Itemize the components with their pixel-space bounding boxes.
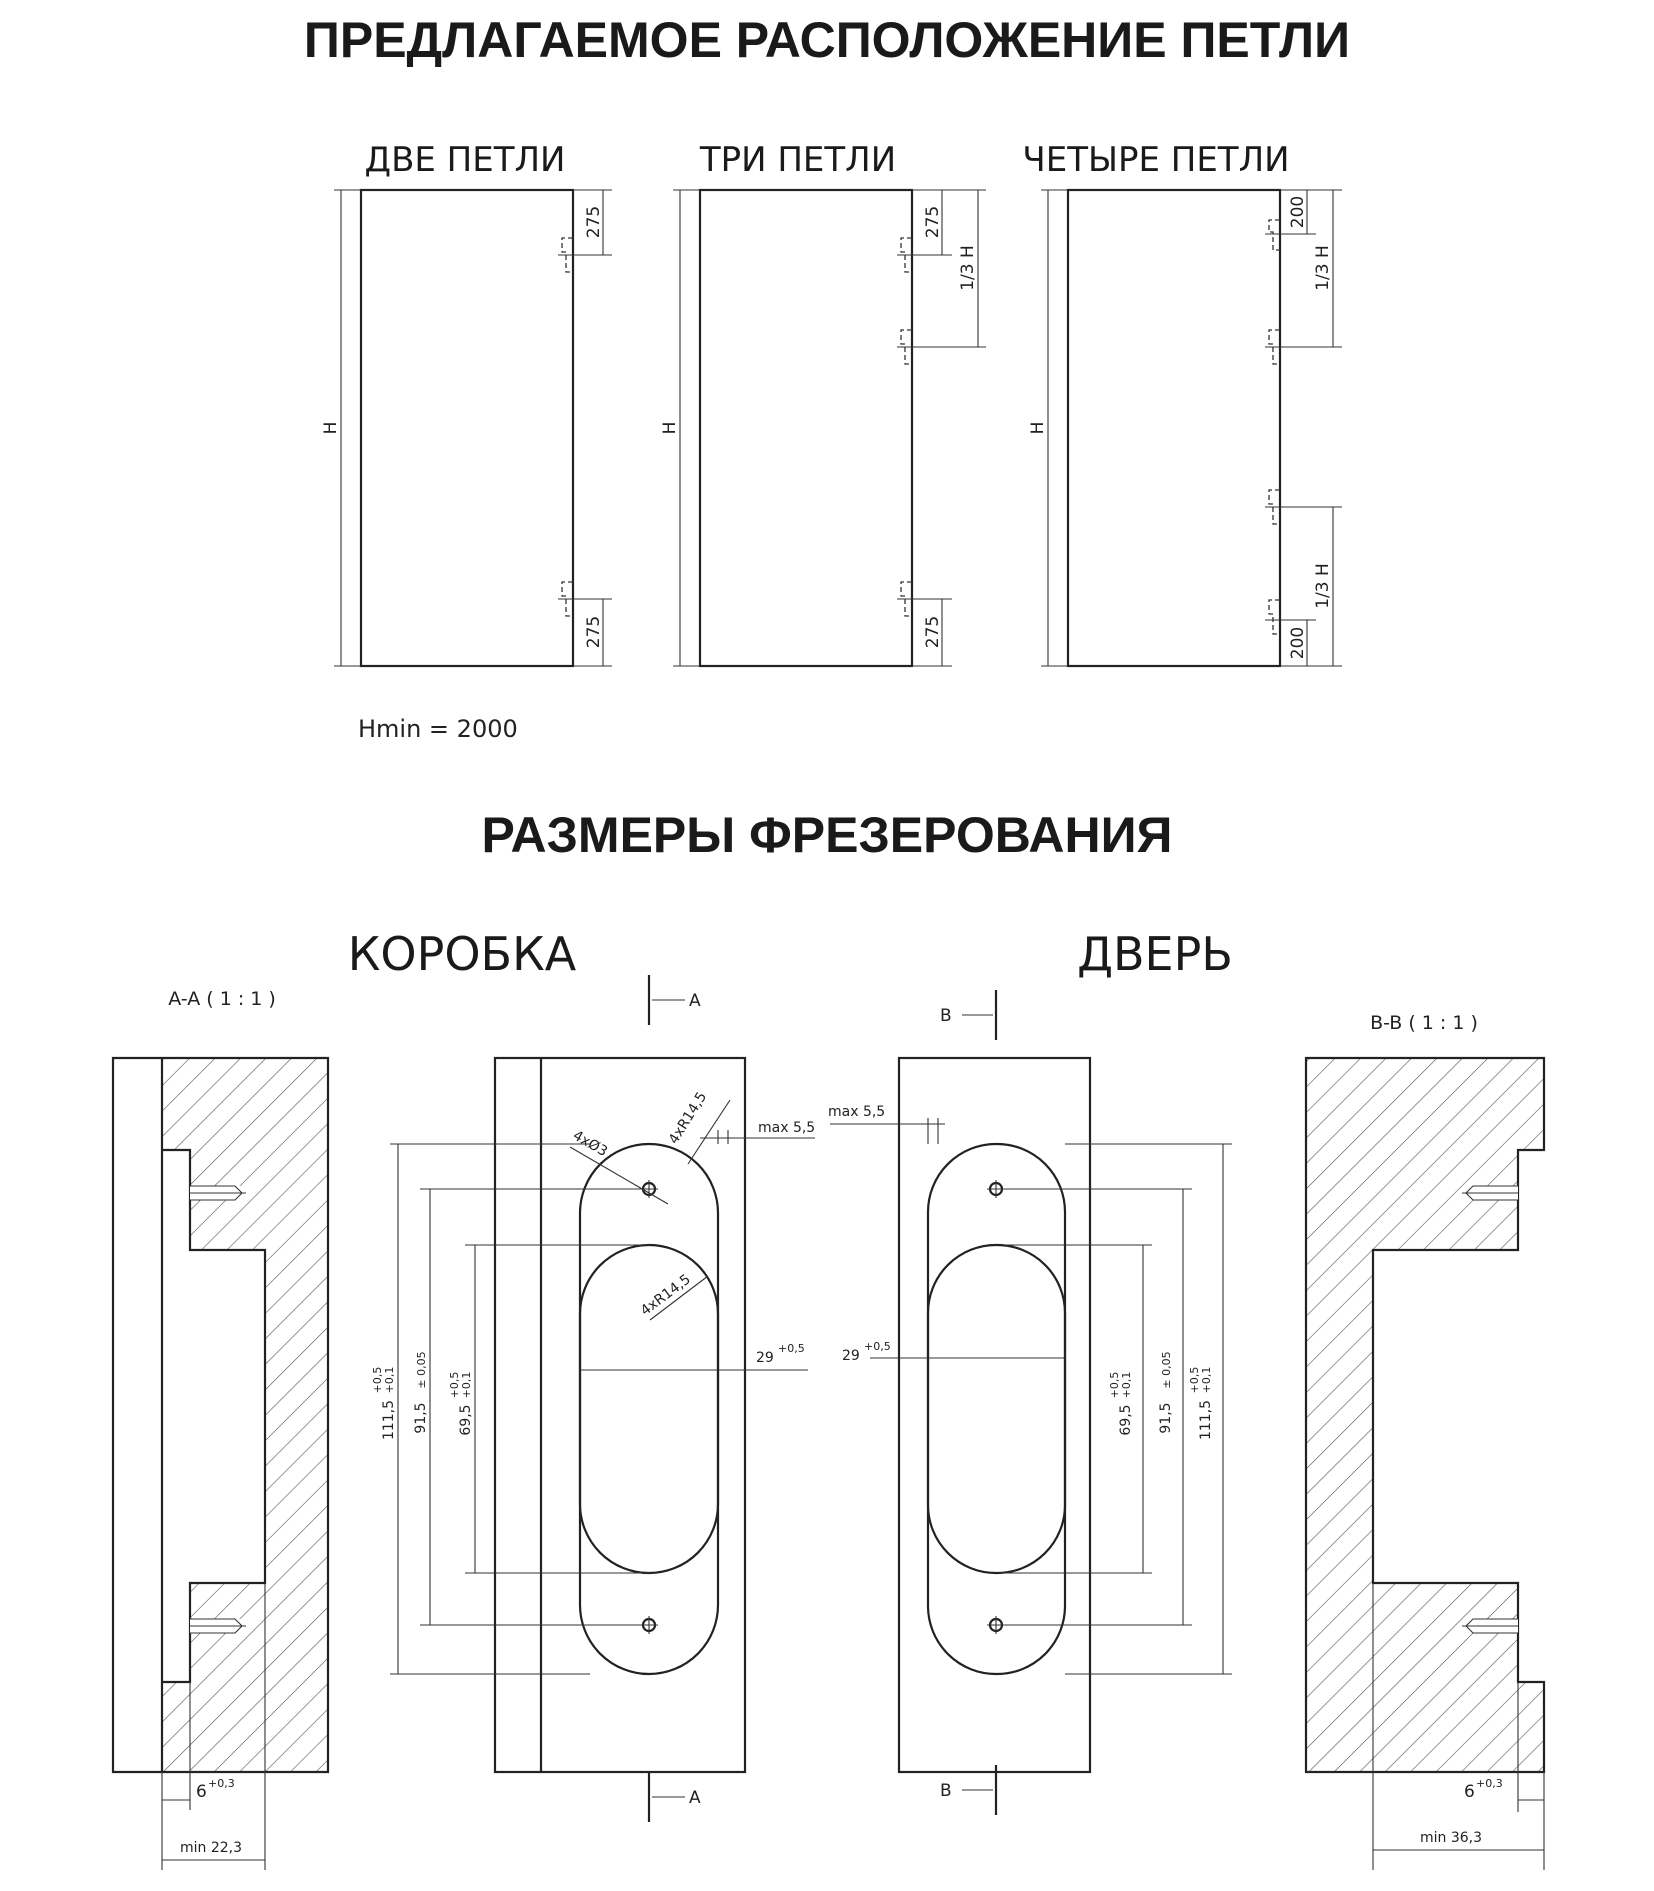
- door-panel: [698, 188, 914, 668]
- screw-bottom: [1462, 1618, 1518, 1634]
- dim-bottom: 275: [923, 616, 943, 648]
- box-d69-dn: +0,1: [460, 1372, 473, 1399]
- mark-a-top: A: [689, 991, 701, 1011]
- door-d69-dn: +0,1: [1120, 1372, 1133, 1399]
- door-d91: 91,5: [1158, 1402, 1174, 1433]
- door-d69-up: +0,5: [1108, 1372, 1121, 1399]
- aa-depth: 6: [196, 1782, 207, 1802]
- section-bb: 6 +0,3 min 36,3: [1304, 1056, 1546, 1870]
- box-max: max 5,5: [758, 1120, 815, 1136]
- box-radius-inner: 4xR14,5: [638, 1271, 694, 1319]
- hmin-note: Hmin = 2000: [358, 715, 518, 743]
- screw-bottom: [190, 1618, 246, 1634]
- label-three-hinges: ТРИ ПЕТЛИ: [699, 140, 896, 180]
- hinge-middle: [897, 329, 917, 365]
- label-door: ДВЕРЬ: [1077, 927, 1233, 981]
- mark-b-top: B: [940, 1006, 952, 1026]
- aa-min: min 22,3: [180, 1840, 242, 1856]
- section-aa: 6 +0,3 min 22,3: [111, 1056, 330, 1870]
- door-max: max 5,5: [828, 1104, 885, 1120]
- door-d69: 69,5: [1118, 1404, 1134, 1435]
- dim-top: 275: [923, 206, 943, 238]
- door-d111-dn: +0,1: [1200, 1367, 1213, 1394]
- hinge-2: [1265, 329, 1285, 365]
- box-d111-up: +0,5: [371, 1367, 384, 1394]
- box-d91: 91,5: [413, 1402, 429, 1433]
- label-four-hinges: ЧЕТЫРЕ ПЕТЛИ: [1022, 140, 1289, 180]
- outer-slot: [926, 1142, 1067, 1676]
- box-d111: 111,5: [381, 1400, 397, 1440]
- hinge-3: [1265, 489, 1285, 525]
- hinge-bottom: [558, 581, 578, 617]
- door-panel: [359, 188, 575, 668]
- aa-depth-tol: +0,3: [208, 1777, 235, 1790]
- hinge-top: [558, 237, 578, 273]
- diagram-three-hinges: ТРИ ПЕТЛИ H 275 1/3 H 275: [660, 140, 986, 668]
- box-d69: 69,5: [458, 1404, 474, 1435]
- diagram-four-hinges: ЧЕТЫРЕ ПЕТЛИ H 200 1/3 H 1/3 H: [1022, 140, 1342, 668]
- dim-h: H: [1028, 422, 1048, 435]
- dim-h: H: [660, 422, 680, 435]
- label-two-hinges: ДВЕ ПЕТЛИ: [365, 140, 566, 180]
- inner-slot: [926, 1243, 1067, 1575]
- hinge-bottom: [897, 581, 917, 617]
- door-width-tol: +0,5: [864, 1340, 891, 1353]
- box-front: A A 111,5 +0,5 +0,1 91,5 ± 0,05 69,5 +0,…: [371, 975, 815, 1822]
- title-hinge-layout: ПРЕДЛАГАЕМОЕ РАСПОЛОЖЕНИЕ ПЕТЛИ: [304, 12, 1350, 68]
- box-d111-dn: +0,1: [383, 1367, 396, 1394]
- hinge-top: [897, 237, 917, 273]
- mark-b-bottom: B: [940, 1781, 952, 1801]
- dim-bottom: 275: [584, 616, 604, 648]
- dim-h: H: [321, 422, 341, 435]
- bb-depth-tol: +0,3: [1476, 1777, 1503, 1790]
- door-d111-up: +0,5: [1188, 1367, 1201, 1394]
- box-d91-tol: ± 0,05: [415, 1351, 428, 1388]
- bb-depth: 6: [1464, 1782, 1475, 1802]
- label-box: КОРОБКА: [348, 927, 577, 981]
- door-width: 29: [842, 1348, 860, 1364]
- title-milling: РАЗМЕРЫ ФРЕЗЕРОВАНИЯ: [482, 807, 1173, 863]
- screw-top: [190, 1185, 246, 1201]
- bb-min: min 36,3: [1420, 1830, 1482, 1846]
- label-section-bb: B-B ( 1 : 1 ): [1370, 1012, 1478, 1034]
- box-d69-up: +0,5: [448, 1372, 461, 1399]
- box-width: 29: [756, 1350, 774, 1366]
- screw-top: [1462, 1185, 1518, 1201]
- dim-top: 200: [1288, 196, 1308, 228]
- outer-slot: [578, 1142, 720, 1676]
- diagram-two-hinges: ДВЕ ПЕТЛИ H 275 275 Hmin = 2000: [321, 140, 612, 743]
- box-hole: 4xØ3: [570, 1128, 610, 1160]
- mark-a-bottom: A: [689, 1788, 701, 1808]
- hinge-1: [1265, 219, 1285, 251]
- dim-third-top: 1/3 H: [1313, 245, 1333, 291]
- hinge-4: [1265, 599, 1285, 635]
- label-section-aa: A-A ( 1 : 1 ): [168, 988, 276, 1010]
- inner-slot: [578, 1243, 720, 1575]
- door-d91-tol: ± 0,05: [1160, 1351, 1173, 1388]
- dim-bottom: 200: [1288, 627, 1308, 659]
- dim-third: 1/3 H: [958, 245, 978, 291]
- dim-top: 275: [584, 206, 604, 238]
- door-panel: [1066, 188, 1282, 668]
- dim-third-bottom: 1/3 H: [1313, 563, 1333, 609]
- door-d111: 111,5: [1198, 1400, 1214, 1440]
- box-width-tol: +0,5: [778, 1342, 805, 1355]
- door-front: B B max 5,5 29 +0,5 69,5 +0,5 +0,1 91,5 …: [828, 990, 1232, 1815]
